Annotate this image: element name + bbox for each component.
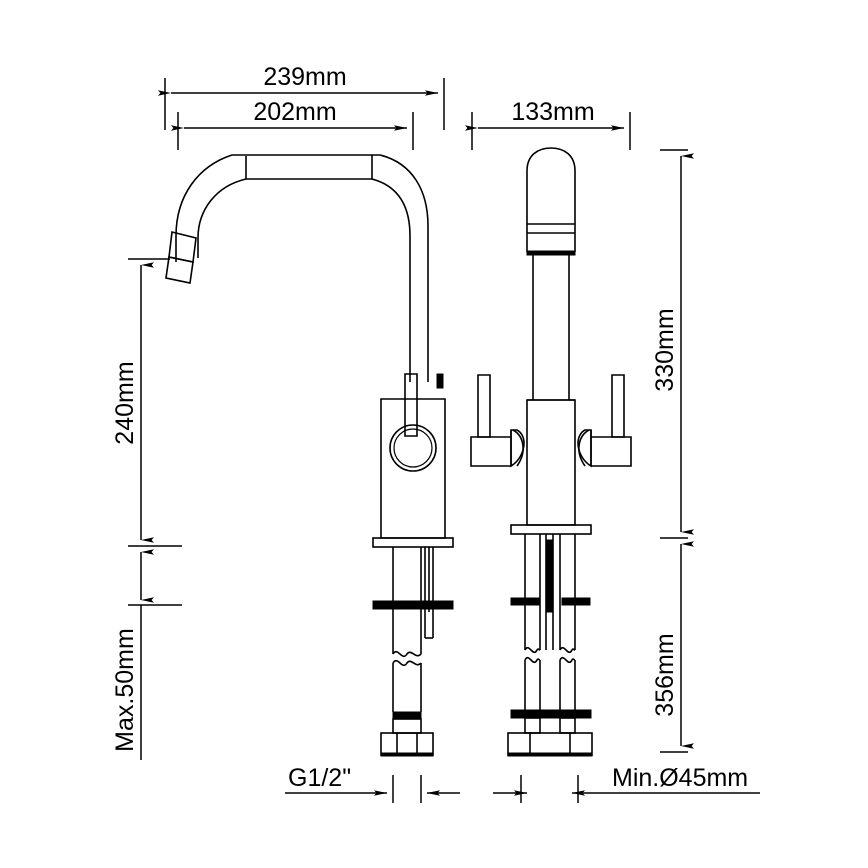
front-view-geometry <box>470 147 632 757</box>
side-body-housing <box>380 398 446 539</box>
dim-label-240: 240mm <box>111 361 139 444</box>
front-head-band-3 <box>526 250 576 256</box>
front-break-line-a2 <box>524 656 541 664</box>
front-escutcheon-plate <box>510 524 592 535</box>
dim-label-202: 202mm <box>253 98 336 126</box>
front-mounting-nut-right <box>561 597 591 606</box>
front-inner-rod <box>545 539 554 613</box>
front-hex-nut-base <box>507 752 593 757</box>
dimension-deck-gap <box>128 549 182 606</box>
dimension-body-height: 330mm <box>651 149 694 539</box>
dim-label-g12: G1/2" <box>288 764 351 792</box>
dimension-spout-overall-reach: 239mm <box>158 63 445 130</box>
dim-label-min45: Min.Ø45mm <box>612 764 748 792</box>
spout-outer-curve <box>175 154 429 262</box>
front-break-line-b2 <box>559 656 576 664</box>
dimension-front-width: 133mm <box>465 98 631 150</box>
dim-label-max50: Max.50mm <box>111 628 139 752</box>
front-thread-section-a <box>524 717 541 734</box>
side-hex-nut-base <box>380 752 434 757</box>
front-break-line-b <box>559 646 576 654</box>
side-hex-nut <box>380 732 434 756</box>
mode-ring-outer <box>389 424 437 472</box>
aerator-seam <box>165 277 191 284</box>
side-mounting-nut <box>372 600 454 610</box>
front-valve-body <box>526 399 576 526</box>
front-handle-right-stem <box>611 374 625 438</box>
side-break-line <box>392 650 422 658</box>
dim-label-330: 330mm <box>651 308 679 391</box>
side-handle-lever <box>404 373 418 437</box>
dim-label-133: 133mm <box>511 98 594 126</box>
side-thread-collar <box>392 711 422 720</box>
dimension-spout-height: 240mm <box>111 258 182 547</box>
spout-inner-curve <box>197 178 411 262</box>
front-handle-left-fillet <box>512 429 524 467</box>
side-thread-section <box>392 718 422 734</box>
dimension-below-deck-length: 356mm <box>651 541 694 753</box>
dim-label-356: 356mm <box>651 633 679 716</box>
front-mounting-nut-left <box>510 597 540 606</box>
front-handle-right-fillet <box>578 429 590 467</box>
dimension-inlet-thread: G1/2" <box>285 764 460 803</box>
front-break-line-a <box>524 646 541 654</box>
front-thread-collar <box>510 709 592 719</box>
front-handle-left-stem <box>477 374 491 438</box>
side-view-geometry <box>165 154 454 757</box>
front-thread-section-b <box>559 717 576 734</box>
front-spout-head <box>526 147 576 252</box>
dimension-spout-inner-reach: 202mm <box>171 98 414 150</box>
dimension-min-hole-diameter: Min.Ø45mm <box>493 764 760 803</box>
front-handle-right-body <box>577 429 632 468</box>
side-escutcheon-plate <box>372 537 454 548</box>
side-handle-tab <box>436 373 444 389</box>
dimension-max-deck-thickness: Max.50mm <box>111 605 142 760</box>
mode-ring-inner <box>393 428 433 468</box>
side-break-line-lower <box>392 659 422 667</box>
front-hex-nut <box>507 732 593 756</box>
front-handle-left-body <box>470 429 525 468</box>
dim-label-239: 239mm <box>263 63 346 91</box>
